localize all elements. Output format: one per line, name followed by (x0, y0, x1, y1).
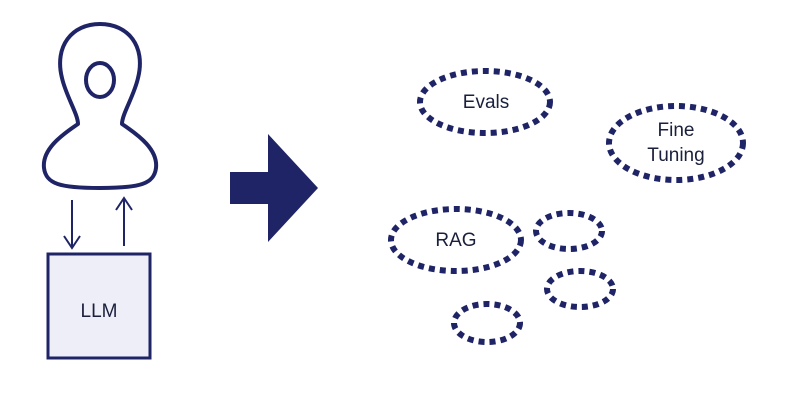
bubble-evals-label: Evals (463, 92, 509, 113)
arrow-up-icon (115, 196, 133, 246)
user-icon-body (41, 22, 159, 190)
bubble-rag-label: RAG (435, 230, 476, 251)
bubbles-group: Evals Fine Tuning RAG (388, 68, 746, 345)
llm-box-label: LLM (81, 301, 118, 322)
user-icon-head (84, 61, 116, 99)
bubble-fine-tuning: Fine Tuning (606, 103, 746, 183)
bubble-fine-tuning-label-line2: Tuning (647, 145, 704, 166)
arrow-right-icon (230, 134, 318, 242)
bubble-empty-3 (451, 301, 523, 345)
arrow-down-icon (63, 200, 81, 250)
bubble-empty-1 (533, 210, 605, 252)
bubble-empty-2 (544, 268, 616, 310)
bubble-evals: Evals (417, 68, 553, 136)
llm-box: LLM (46, 252, 152, 360)
bubble-fine-tuning-label-line1: Fine (658, 120, 695, 141)
bubble-rag: RAG (388, 206, 524, 274)
user-icon (41, 22, 159, 190)
